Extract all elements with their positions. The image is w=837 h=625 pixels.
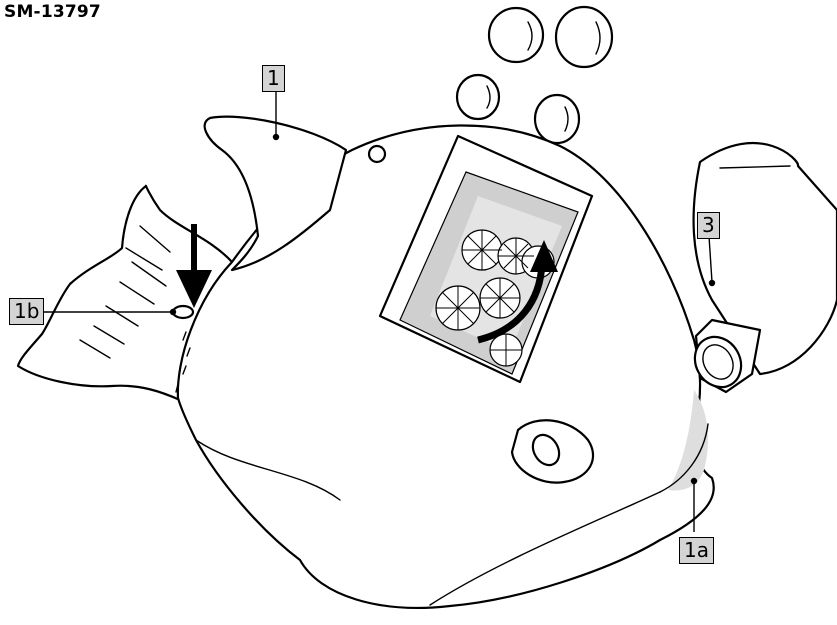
brush-window — [378, 134, 594, 384]
curved-arrow-up-icon — [477, 240, 558, 344]
callout-1b: 1b — [9, 298, 45, 325]
leader-lines — [42, 92, 716, 532]
tail-fluke — [16, 184, 234, 402]
callout-3: 3 — [697, 212, 720, 239]
bottle — [692, 141, 837, 394]
arrow-down-icon — [176, 224, 212, 308]
callout-1: 1 — [262, 65, 285, 92]
dolphin-body — [171, 115, 715, 609]
callout-1a: 1a — [679, 537, 714, 564]
model-code-label: SM-13797 — [4, 2, 101, 22]
